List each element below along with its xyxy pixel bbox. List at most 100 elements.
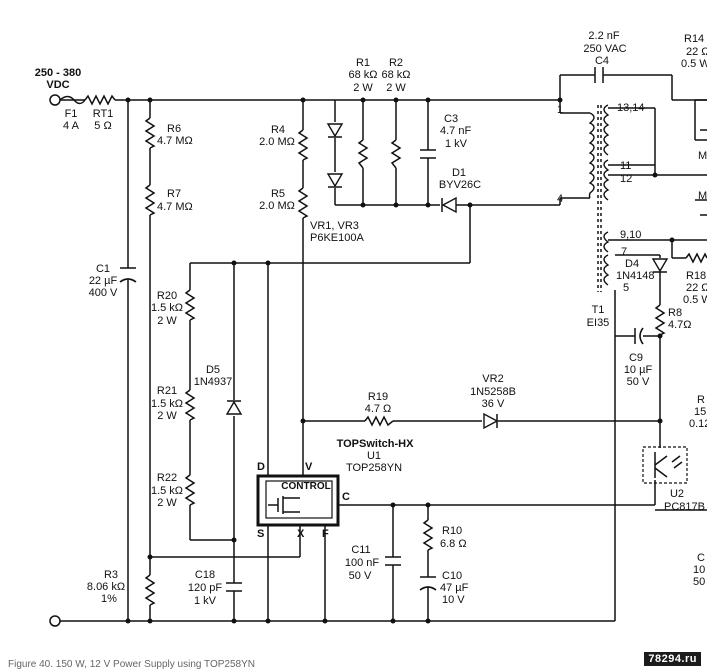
r19-value: 4.7 Ω — [364, 403, 392, 415]
f1-fuse — [59, 95, 86, 105]
vr2-value1: 1N5258B — [470, 386, 516, 398]
r10-ref: R10 — [442, 525, 463, 537]
edge-10: 10 — [693, 564, 706, 576]
c10-ref: C10 — [442, 570, 463, 582]
r2-ref: R2 — [388, 57, 404, 69]
d4-ref: D4 — [625, 258, 640, 270]
r21-value2: 2 W — [157, 410, 177, 422]
input-voltage-label: 250 - 380 — [34, 67, 82, 79]
r1-ref: R1 — [355, 57, 371, 69]
c11-value2: 50 V — [348, 570, 372, 582]
c3-value1: 4.7 nF — [440, 125, 472, 137]
r5-ref: R5 — [270, 188, 286, 200]
resistors — [84, 94, 707, 606]
diodes — [225, 123, 669, 430]
watermark: 78294.ru — [644, 652, 701, 666]
r2-value1: 68 kΩ — [381, 69, 411, 81]
r2-resistor — [390, 139, 402, 169]
r21-value1: 1.5 kΩ — [150, 398, 184, 410]
c4-value2: 250 VAC — [583, 43, 627, 55]
t1-pin-12: 12 — [620, 173, 633, 185]
pin-f-label: F — [322, 528, 329, 540]
t1-pin-11: 11 — [620, 160, 632, 172]
u1-ic — [256, 474, 340, 527]
input-terminals — [49, 94, 61, 627]
c10-value2: 10 V — [442, 594, 465, 606]
r6-value: 4.7 MΩ — [157, 135, 193, 147]
wires — [60, 74, 707, 622]
r5-value: 2.0 MΩ — [259, 200, 295, 212]
d4-value: 1N4148 — [616, 270, 655, 282]
r8-ref: R8 — [668, 307, 683, 319]
vr3-diode — [326, 173, 344, 188]
r5-resistor — [297, 187, 309, 219]
r7-ref: R7 — [167, 188, 182, 200]
edge-r: R — [697, 394, 705, 406]
pin-c-label: C — [342, 491, 350, 503]
figure-caption: Figure 40. 150 W, 12 V Power Supply usin… — [8, 659, 255, 670]
vr2-ref: VR2 — [482, 373, 504, 385]
rt1-thermistor — [84, 94, 116, 106]
c18-ref: C18 — [194, 569, 216, 581]
r4-resistor — [297, 129, 309, 161]
u1-name: TOPSwitch-HX — [336, 438, 414, 450]
t1-pin-4: 4 — [556, 193, 564, 205]
secondary-devices — [700, 129, 707, 216]
r20-value2: 2 W — [157, 315, 177, 327]
r8-resistor — [654, 304, 666, 336]
pin-d-label: D — [257, 461, 265, 473]
rt1-ref: RT1 — [92, 108, 114, 120]
r22-value2: 2 W — [157, 497, 177, 509]
r1-resistor — [357, 139, 369, 169]
c1-value2: 400 V — [88, 287, 118, 299]
c10-plate-b — [419, 586, 437, 591]
r14-value1: 22 Ω — [686, 46, 707, 58]
r3-ref: R3 — [103, 569, 119, 581]
r7-value: 4.7 MΩ — [157, 201, 193, 213]
u2-ref: U2 — [669, 488, 685, 500]
r1-value2: 2 W — [353, 82, 373, 94]
r22-ref: R22 — [156, 472, 178, 484]
t1-ref: T1 — [591, 304, 605, 316]
edge-m1: M — [698, 150, 707, 162]
r6-ref: R6 — [167, 123, 182, 135]
r18-value1: 22 Ω — [686, 282, 707, 294]
edge-m2: M — [698, 190, 707, 202]
r20-resistor — [184, 289, 196, 321]
d4-diode — [651, 258, 669, 273]
u1-value: TOP258YN — [345, 462, 403, 474]
r10-resistor — [422, 519, 434, 551]
r2-value2: 2 W — [386, 82, 406, 94]
input-unit-label: VDC — [46, 79, 70, 91]
r3-resistor — [144, 574, 156, 606]
rt1-value: 5 Ω — [94, 120, 112, 132]
r18-ref: R18 — [686, 270, 707, 282]
t1-pin-7: 7 — [621, 246, 628, 258]
pin-x-label: X — [297, 528, 305, 540]
t1-pin-13-14: 13,14 — [617, 102, 645, 114]
r1-value1: 68 kΩ — [348, 69, 378, 81]
c9-value2: 50 V — [626, 376, 650, 388]
c1-ref: C1 — [95, 263, 111, 275]
r3-value2: 1% — [101, 593, 117, 605]
d1-diode — [441, 196, 457, 214]
u1-control-box — [265, 480, 333, 519]
u2-value: PC817B — [664, 501, 705, 513]
t1-pin-5: 5 — [623, 282, 630, 294]
c4-ref: C4 — [594, 55, 610, 67]
t1-value: EI35 — [586, 317, 610, 329]
u1-outer-box — [256, 474, 340, 527]
c18-value1: 120 pF — [187, 582, 223, 594]
r19-ref: R19 — [367, 391, 389, 403]
u1-control-label: CONTROL — [281, 481, 331, 492]
pin-v-label: V — [305, 461, 313, 473]
d5-value: 1N4937 — [193, 376, 233, 388]
r10-value: 6.8 Ω — [440, 538, 467, 550]
c18-value2: 1 kV — [193, 595, 216, 607]
c9-value1: 10 µF — [623, 364, 653, 376]
c10-value1: 47 µF — [440, 582, 469, 594]
r20-ref: R20 — [156, 290, 178, 302]
r21-ref: R21 — [156, 385, 178, 397]
d5-diode — [225, 400, 243, 415]
